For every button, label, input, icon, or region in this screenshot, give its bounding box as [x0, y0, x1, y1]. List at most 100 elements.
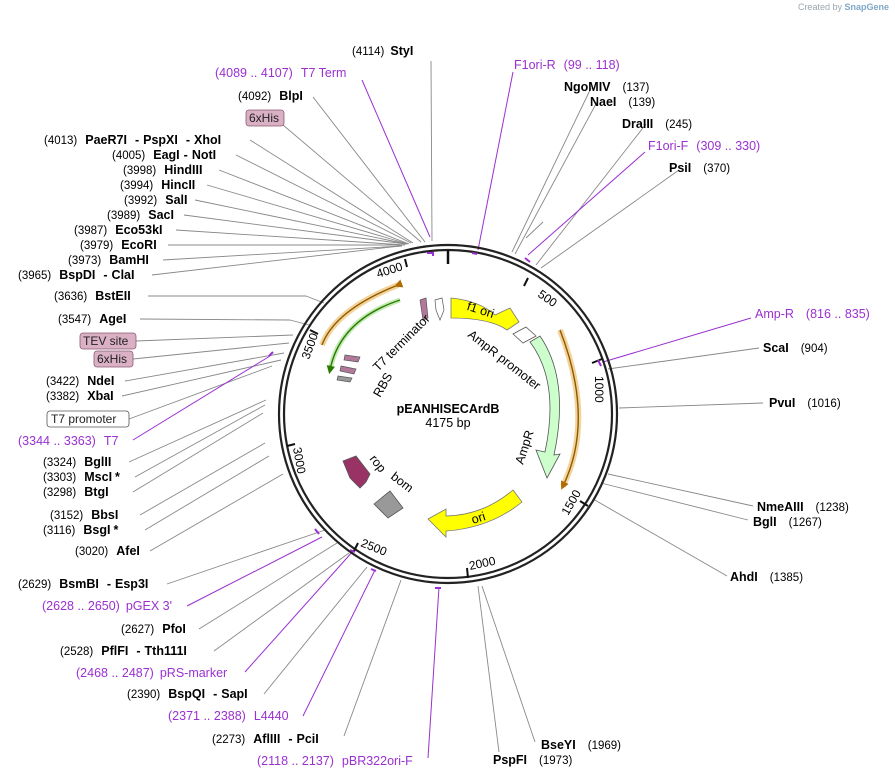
primer-line-pgex3	[186, 536, 323, 607]
leader-bspdi	[151, 245, 401, 276]
label-amp-r[interactable]: Amp-R(816 .. 835)	[755, 307, 870, 321]
primer-tick-prs	[349, 549, 356, 553]
tick-mark-1000	[591, 358, 603, 364]
credit-prefix: Created by	[797, 2, 842, 12]
tick-mark-500	[523, 277, 529, 287]
label-t7[interactable]: (3344 .. 3363)T7	[18, 434, 118, 448]
label-ecori[interactable]: (3979)EcoRI	[80, 238, 157, 252]
label-pbr322ori-f[interactable]: (2118 .. 2137)pBR322ori-F	[257, 754, 413, 768]
label-eco53ki[interactable]: (3987)Eco53kI	[74, 223, 163, 237]
label-scai[interactable]: ScaI(904)	[763, 341, 828, 355]
label-pflfi[interactable]: (2528)PflFI-Tth111I	[60, 644, 187, 658]
leader-btgi	[132, 412, 264, 493]
label-bseyi[interactable]: BseYI(1969)	[541, 738, 621, 752]
leader-pspfi	[477, 585, 500, 753]
label-ndei[interactable]: (3422)NdeI	[46, 374, 114, 388]
feature-t7-terminator-label: T7 terminator	[370, 312, 432, 374]
label-bbsi[interactable]: (3152)BbsI	[50, 508, 118, 522]
label-xbai[interactable]: (3382)XbaI	[46, 389, 114, 403]
plasmid-size: 4175 bp	[425, 416, 470, 430]
label-psii[interactable]: PsiI(370)	[669, 161, 730, 175]
leader-bbsi	[139, 442, 266, 516]
feature-bom-label: bom	[388, 469, 416, 495]
label-pvui[interactable]: PvuI(1016)	[769, 396, 841, 410]
primer-tick-pgex3	[314, 528, 320, 535]
label-blpi[interactable]: (4092)BlpI	[238, 89, 303, 103]
feature-6xhis-box[interactable]	[419, 297, 429, 321]
leader-ngomiv	[525, 221, 544, 239]
label-t7-promoter[interactable]: T7 promoter	[51, 412, 116, 426]
leader-bsgi	[144, 455, 270, 531]
label-bglii[interactable]: (3324)BglII	[43, 455, 111, 469]
leader-bsmbi	[166, 529, 326, 585]
label-afei[interactable]: (3020)AfeI	[75, 544, 140, 558]
feature-rop-arrow[interactable]	[342, 455, 371, 489]
leader-6xhis-mid	[132, 342, 290, 360]
label-btgi[interactable]: (3298)BtgI	[43, 485, 109, 499]
label-paer7i[interactable]: (4013)PaeR7I-PspXI-XhoI	[44, 133, 221, 147]
label-pspfi[interactable]: PspFI(1973)	[493, 753, 572, 767]
label-bamhi[interactable]: (3973)BamHI	[68, 253, 149, 267]
primer-line-t7	[132, 355, 271, 441]
tick-label-3000: 3000	[290, 446, 308, 475]
tick-mark-1500	[579, 500, 589, 507]
label-bspdi[interactable]: (3965)BspDI-ClaI	[18, 268, 134, 282]
leader-msci	[134, 404, 266, 478]
feature-ampr-arrow[interactable]	[529, 335, 561, 479]
label-draiii[interactable]: DraIII(245)	[622, 117, 692, 131]
feature-ampr-label: AmpR	[513, 429, 537, 466]
label-pgex3[interactable]: (2628 .. 2650)pGEX 3'	[42, 599, 172, 613]
label-nmeaiii[interactable]: NmeAIII(1238)	[757, 500, 849, 514]
primer-line-f1orir	[477, 71, 514, 251]
primer-line-ampr	[602, 317, 752, 363]
label-eagi[interactable]: (4005)EagI-NotI	[112, 148, 216, 162]
leader-tev	[135, 334, 294, 342]
label-pfoi[interactable]: (2627)PfoI	[121, 622, 186, 636]
tick-mark-2000	[466, 567, 469, 579]
label-bsmbi[interactable]: (2629)BsmBI-Esp3I	[18, 577, 148, 591]
label-styi[interactable]: (4114)StyI	[352, 44, 413, 58]
label-tev-box	[79, 332, 137, 350]
leader-eagi	[235, 154, 412, 244]
label-6xhis-top[interactable]: 6xHis	[249, 111, 279, 125]
leader-bgli	[600, 482, 749, 521]
feature-left-green-arrow	[326, 299, 401, 375]
label-t7-term[interactable]: (4089 .. 4107)T7 Term	[215, 66, 346, 80]
feature-ampr-orf-glow	[557, 328, 582, 488]
label-prs-marker[interactable]: (2468 .. 2487)pRS-marker	[76, 666, 227, 680]
feature-t7-terminator-arrow[interactable]	[434, 297, 445, 321]
leader-bglii	[128, 399, 267, 463]
leader-blpi	[312, 96, 426, 243]
leader-6xhis-top	[282, 124, 422, 243]
label-bsteii[interactable]: (3636)BstEII	[54, 289, 131, 303]
label-6xhis-mid[interactable]: 6xHis	[97, 352, 127, 366]
label-l4440[interactable]: (2371 .. 2388)L4440	[168, 709, 289, 723]
label-hincii[interactable]: (3994)HincII	[120, 178, 195, 192]
feature-ori-arrow[interactable]	[427, 489, 523, 538]
label-sali[interactable]: (3992)SalI	[124, 193, 188, 207]
feature-ori-label: ori	[470, 509, 488, 527]
leader-t7prom	[128, 365, 273, 420]
label-bspqi[interactable]: (2390)BspQI-SapI	[127, 687, 248, 701]
label-afliii[interactable]: (2273)AflIII-PciI	[212, 732, 319, 746]
label-msci[interactable]: (3303)MscI*	[43, 470, 120, 484]
label-agei[interactable]: (3547)AgeI	[58, 312, 126, 326]
feature-f1-ori-arrow[interactable]	[450, 297, 520, 331]
label-naei[interactable]: NaeI(139)	[590, 95, 655, 109]
tick-mark-3000	[286, 443, 296, 447]
label-saci[interactable]: (3989)SacI	[107, 208, 174, 222]
label-ahdi[interactable]: AhdI(1385)	[730, 570, 803, 584]
feature-bom-box[interactable]	[373, 490, 404, 519]
tick-mark-3500	[309, 329, 319, 335]
label-f1ori-f[interactable]: F1ori-F(309 .. 330)	[648, 139, 760, 153]
primer-tick-l4440	[370, 568, 377, 572]
label-bsgi[interactable]: (3116)BsgI*	[43, 523, 118, 537]
leader-bspqi	[263, 566, 368, 695]
label-tev-site[interactable]: TEV site	[83, 334, 129, 348]
feature-ampr-promoter-arrow[interactable]	[512, 326, 537, 344]
label-ngomiv[interactable]: NgoMIV(137)	[564, 80, 650, 94]
label-f1ori-r[interactable]: F1ori-R(99 .. 118)	[514, 58, 620, 72]
label-bgli[interactable]: BglI(1267)	[753, 515, 822, 529]
leader-draiii	[535, 123, 647, 266]
label-hindiii[interactable]: (3998)HindIII	[123, 163, 202, 177]
